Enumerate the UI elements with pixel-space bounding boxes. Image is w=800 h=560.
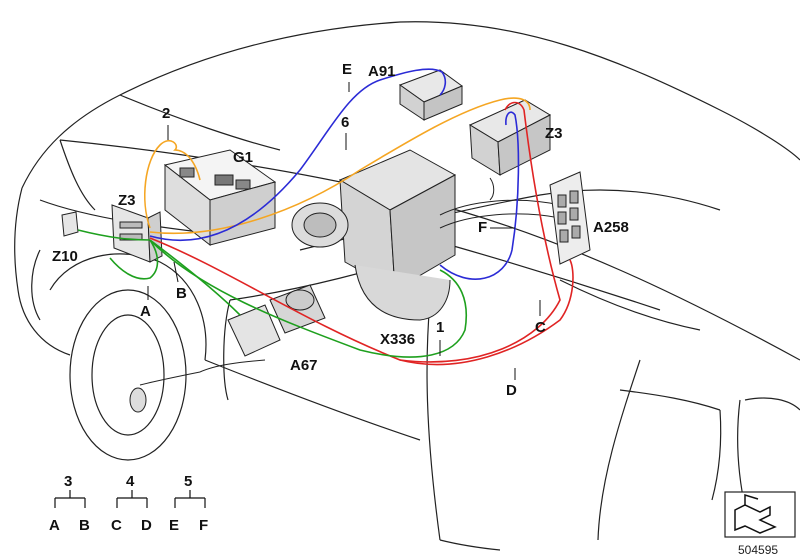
front-wheel-arch [49,253,207,361]
legend-3-parent: 3 [64,473,73,490]
module-z3-right [470,100,550,200]
rear-door-line [597,359,641,541]
module-a91 [400,70,462,120]
legend-tree-3 [54,490,86,508]
callout-leaders [147,82,541,380]
steering-rack-a67 [130,285,325,412]
legend-4-child-c: C [111,517,122,534]
hvac-unit [292,150,560,320]
legend-5-child-e: E [169,517,180,534]
legend-4-parent: 4 [126,473,135,490]
callout-6-label: 6 [341,114,350,131]
legend-5-parent: 5 [184,473,193,490]
callout-z10-label: Z10 [52,248,78,265]
reference-number: 504595 [738,543,779,557]
view-direction-icon [724,491,796,538]
legend-tree-4 [116,490,148,508]
roof-line [21,21,800,189]
harness-blue-e [149,68,447,242]
front-nose [14,187,71,356]
b-pillar [426,299,441,541]
callout-z3-right-label: Z3 [545,125,563,142]
legend-trees [54,490,206,508]
callout-f-label: F [478,219,488,236]
callout-z3-left-label: Z3 [118,192,136,209]
harness-orange-2 [144,140,201,229]
harness-red-d [399,101,561,363]
callout-e-label: E [342,61,353,78]
legend-3-child-a: A [49,517,60,534]
legend-5-child-f: F [199,517,209,534]
callout-x336-label: X336 [380,331,416,348]
callout-a258-label: A258 [593,219,629,236]
callout-g1-label: G1 [233,149,254,166]
panel-a258 [550,172,590,264]
harness-red-c [149,237,574,366]
callout-b-label: B [176,285,187,302]
harness-blue-f [439,111,520,280]
callout-a91-label: A91 [368,63,396,80]
callout-1-label: 1 [436,319,445,336]
legend-3-child-b: B [79,517,90,534]
callout-a67-label: A67 [290,357,318,374]
legend-tree-5 [174,490,206,508]
callout-d-label: D [506,382,517,399]
wiring-harnesses [77,68,574,366]
legend-4-child-d: D [141,517,152,534]
callout-c-label: C [535,319,546,336]
connector-z10 [62,212,78,236]
callout-2-label: 2 [162,105,171,122]
callout-a-label: A [140,303,151,320]
harness-green-1 [149,239,467,358]
battery-g1 [165,150,275,245]
harness-green-a67 [149,239,241,316]
harness-green-a [77,229,159,280]
